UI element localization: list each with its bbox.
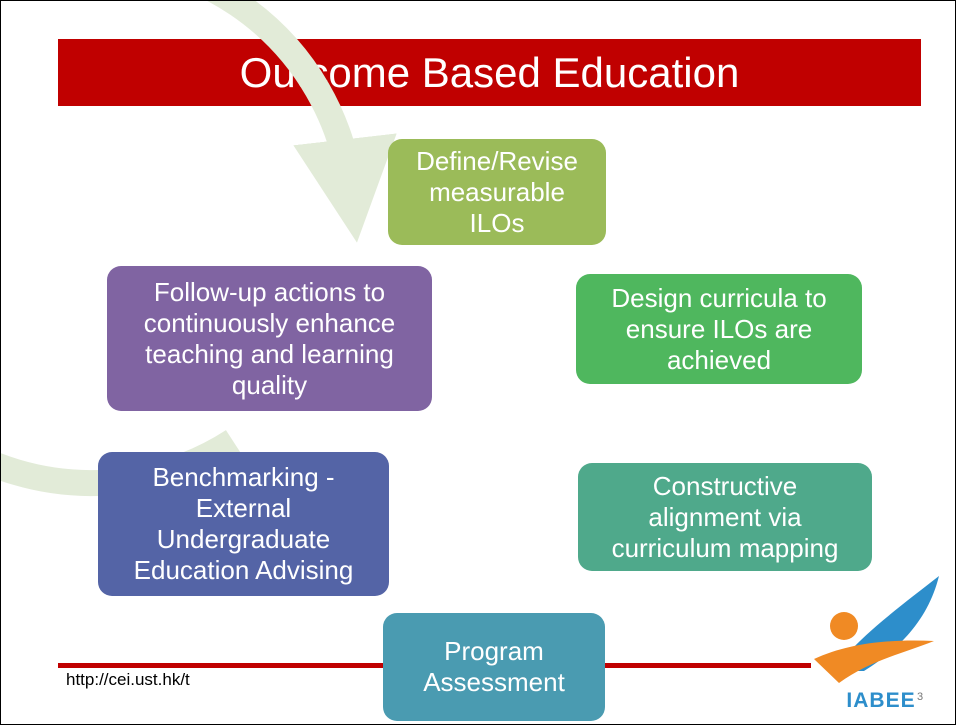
step-line: Constructive xyxy=(652,470,798,501)
step-line: Education Advising xyxy=(133,555,354,585)
step-line: quality xyxy=(231,369,308,400)
step-line: ILOs xyxy=(469,207,525,238)
cycle-arrow xyxy=(1,1,397,496)
step-line: Follow-up actions to xyxy=(153,276,386,307)
step-line: alignment via xyxy=(648,501,802,532)
footer-url[interactable]: http://cei.ust.hk/t xyxy=(66,670,190,689)
iabee-logo-icon xyxy=(814,576,939,683)
step-line: achieved xyxy=(666,344,772,375)
step-line: continuously enhance xyxy=(143,307,396,338)
step-benchmarking: Benchmarking - External Undergraduate Ed… xyxy=(98,452,389,596)
step-program-assessment: Program Assessment xyxy=(383,613,605,721)
step-line: Program xyxy=(444,636,544,666)
step-design-curricula: Design curricula to ensure ILOs are achi… xyxy=(576,274,862,384)
step-line: Design curricula to xyxy=(611,282,827,313)
step-line: teaching and learning xyxy=(145,338,394,369)
step-line: measurable xyxy=(429,176,565,207)
step-define-ilos: Define/Revise measurable ILOs xyxy=(388,139,606,245)
slide-title: Outcome Based Education xyxy=(58,39,921,106)
step-line: External xyxy=(195,493,292,523)
step-line: Define/Revise xyxy=(416,145,578,176)
step-line: Undergraduate xyxy=(156,524,331,554)
step-line: curriculum mapping xyxy=(611,532,839,563)
step-line: ensure ILOs are xyxy=(625,313,813,344)
step-follow-up: Follow-up actions to continuously enhanc… xyxy=(107,266,432,411)
logo-text: IABEE xyxy=(846,689,916,712)
step-line: Assessment xyxy=(423,667,565,697)
step-constructive-alignment: Constructive alignment via curriculum ma… xyxy=(578,463,872,571)
page-number: 3 xyxy=(917,691,924,703)
step-line: Benchmarking - xyxy=(152,462,335,492)
